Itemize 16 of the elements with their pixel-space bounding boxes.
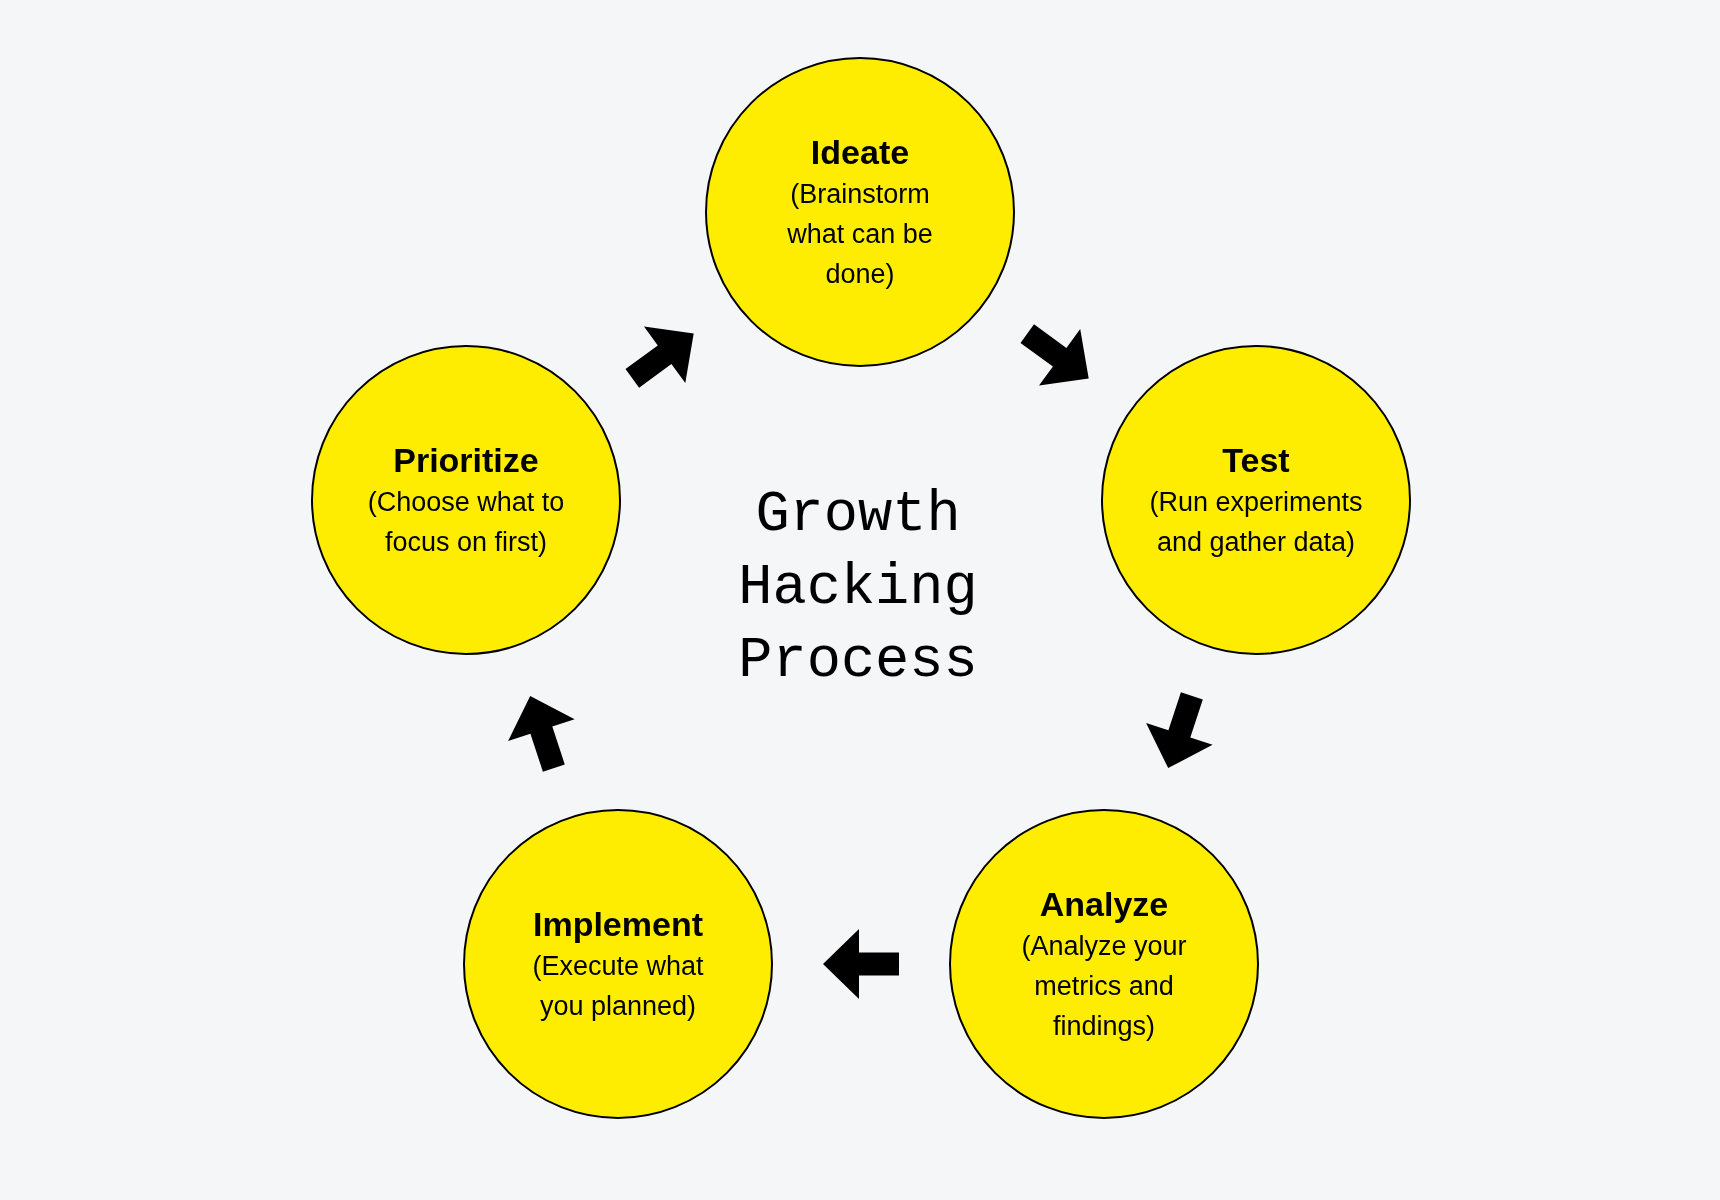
step-title: Analyze: [1039, 884, 1169, 925]
step-description: (Choose what to focus on first): [366, 486, 566, 559]
step-title: Prioritize: [393, 440, 539, 481]
block-arrow: [625, 326, 694, 388]
diagram-title: Growth Hacking Process: [737, 482, 979, 695]
block-arrow: [1146, 692, 1213, 769]
step-description: (Analyze your metrics and findings): [1020, 930, 1188, 1043]
step-description: (Brainstorm what can be done): [786, 178, 934, 291]
step-description: (Run experiments and gather data): [1148, 486, 1364, 559]
step-description: (Execute what you planned): [531, 950, 705, 1023]
block-arrow: [508, 695, 575, 772]
block-arrow: [1020, 324, 1089, 386]
step-title: Test: [1222, 440, 1290, 481]
step-title: Implement: [532, 904, 703, 945]
block-arrow: [823, 929, 899, 999]
step-title: Ideate: [810, 132, 910, 173]
